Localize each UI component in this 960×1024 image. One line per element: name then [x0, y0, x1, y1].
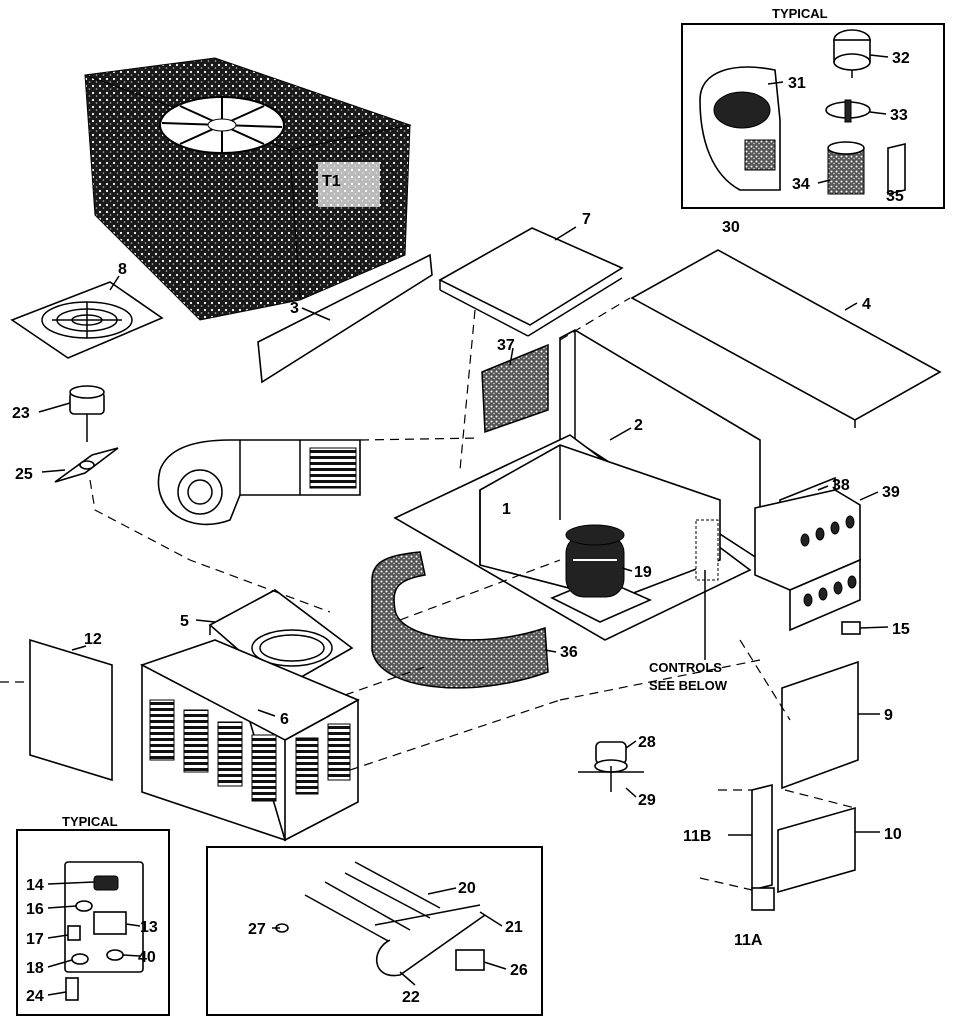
callout-25: 25	[15, 466, 33, 483]
top-cover	[630, 249, 942, 428]
control-inset-header: TYPICAL	[62, 814, 118, 829]
callout-10: 10	[884, 826, 902, 843]
callout-1: 1	[502, 501, 511, 518]
control-box	[754, 476, 861, 632]
blower-inset-header: TYPICAL	[772, 6, 828, 21]
top-panel-strip	[257, 253, 433, 384]
callout-35: 35	[886, 188, 904, 205]
callout-37: 37	[497, 337, 515, 354]
callout-23: 23	[12, 405, 30, 422]
callout-20: 20	[458, 880, 476, 897]
callout-34: 34	[792, 176, 810, 193]
lower-access-panel	[777, 806, 856, 894]
callout-8: 8	[118, 261, 127, 278]
callout-12: 12	[84, 631, 102, 648]
callout-6: 6	[280, 711, 289, 728]
callout-18: 18	[26, 960, 44, 977]
callout-27: 27	[248, 921, 266, 938]
control-access-panel	[781, 660, 859, 790]
callout-9: 9	[884, 707, 893, 724]
callout-labels: 1 2 3 4 5 6 7 8 9 10 11A 11B 12 13 14 15…	[12, 50, 910, 1006]
evaporator-coil	[481, 343, 549, 434]
controls-note-line2: SEE BELOW	[649, 678, 728, 693]
callout-28: 28	[638, 734, 656, 751]
callout-33: 33	[890, 107, 908, 124]
callout-11b: 11B	[683, 828, 711, 845]
callout-21: 21	[505, 919, 523, 936]
leader-lines	[38, 54, 889, 996]
callout-5: 5	[180, 613, 189, 630]
callout-11a: 11A	[734, 932, 763, 949]
callout-39: 39	[882, 484, 900, 501]
blower-inset: TYPICAL	[681, 6, 945, 209]
callout-38: 38	[832, 477, 850, 494]
svg-text:T1: T1	[322, 173, 341, 190]
callout-13: 13	[140, 919, 158, 936]
motor-mount-assembly	[578, 741, 644, 792]
callout-26: 26	[510, 962, 528, 979]
access-panel-left	[29, 638, 113, 782]
assembled-unit-illustration: T1	[84, 57, 412, 321]
condenser-fan-motor	[69, 385, 105, 442]
callout-2: 2	[634, 417, 643, 434]
callout-14: 14	[26, 877, 44, 894]
corner-bracket	[751, 887, 775, 911]
callout-16: 16	[26, 901, 44, 918]
callout-15: 15	[892, 621, 910, 638]
condenser-coil	[371, 551, 549, 689]
plug	[841, 621, 861, 635]
control-inset: TYPICAL	[16, 814, 170, 1016]
callout-24: 24	[26, 988, 44, 1005]
callout-3: 3	[290, 300, 299, 317]
top-panel-small	[438, 227, 624, 337]
assembly-guide-lines	[0, 297, 856, 891]
callout-19: 19	[634, 564, 652, 581]
callout-30: 30	[722, 219, 740, 236]
callout-4: 4	[862, 296, 871, 313]
corner-post	[751, 783, 773, 892]
fan-guard	[10, 281, 164, 359]
burner-inset	[206, 846, 543, 1016]
louvered-side-panel	[139, 639, 360, 842]
indoor-blower-housing	[157, 439, 361, 526]
callout-7: 7	[582, 211, 591, 228]
condenser-fan-blade	[54, 447, 119, 483]
callout-40: 40	[138, 949, 156, 966]
callout-29: 29	[638, 792, 656, 809]
compressor	[550, 524, 652, 623]
callout-17: 17	[26, 931, 44, 948]
controls-note-line1: CONTROLS	[649, 660, 722, 675]
callout-32: 32	[892, 50, 910, 67]
callout-31: 31	[788, 75, 806, 92]
callout-22: 22	[402, 989, 420, 1006]
callout-36: 36	[560, 644, 578, 661]
